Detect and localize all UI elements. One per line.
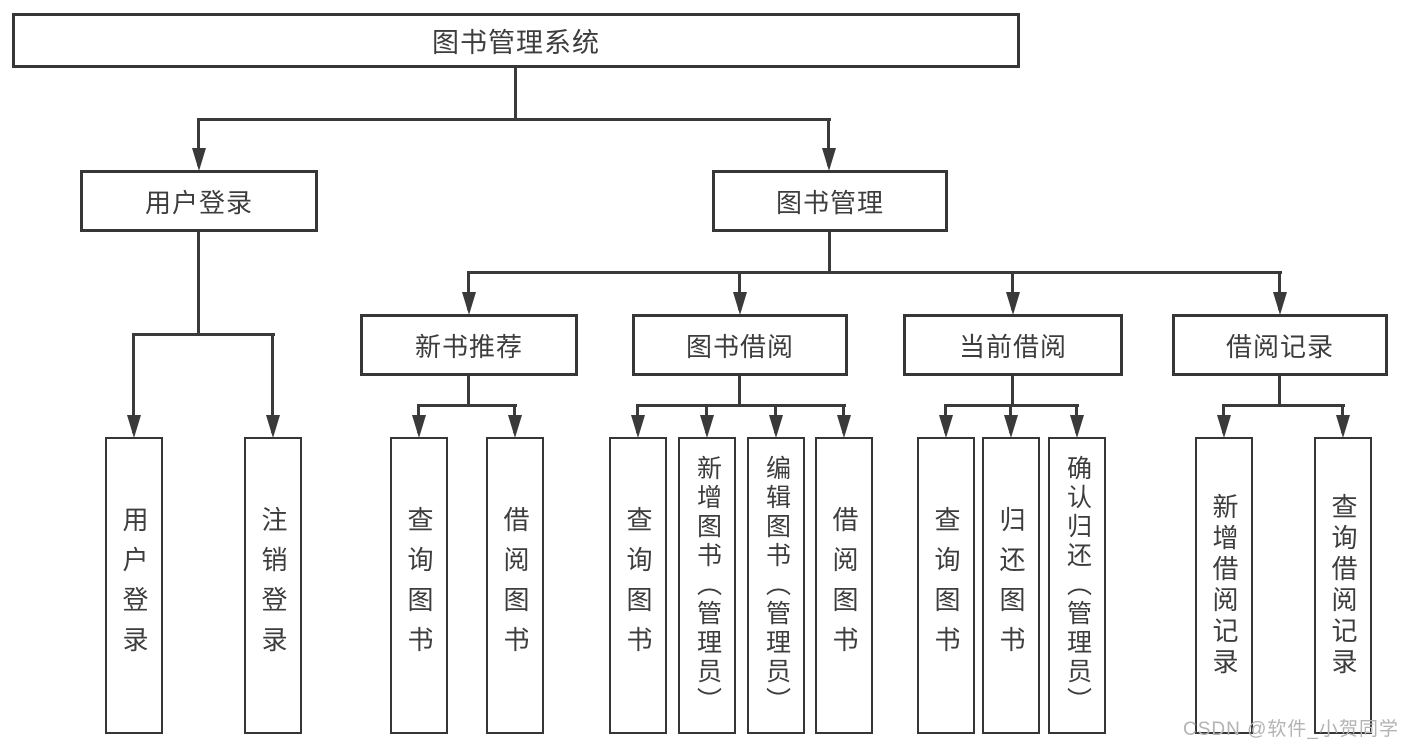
connector-rail (133, 333, 275, 336)
connector-rail (418, 404, 517, 407)
node-new-book-recommend: 新书推荐 (360, 314, 578, 376)
arrow-down-icon (1217, 415, 1231, 438)
node-borrowing-records-label: 借阅记录 (1225, 331, 1334, 362)
leaf-user-login-label: 用户登录 (119, 505, 149, 666)
connector-stem (1278, 376, 1281, 407)
connector-rail (637, 404, 846, 407)
node-new-book-recommend-label: 新书推荐 (414, 331, 523, 362)
connector-drop (738, 271, 741, 310)
leaf-records-query-record: 查询借阅记录 (1314, 437, 1372, 734)
arrow-down-icon (733, 292, 747, 315)
arrow-down-icon (412, 415, 426, 438)
leaf-records-add-record: 新增借阅记录 (1195, 437, 1253, 734)
connector-drop (1011, 271, 1014, 310)
arrow-down-icon (1070, 415, 1084, 438)
leaf-records-add-record-label: 新增借阅记录 (1209, 492, 1239, 679)
leaf-newbook-borrow-books: 借阅图书 (486, 437, 544, 734)
arrow-down-icon (1006, 292, 1020, 315)
leaf-current-query-books-label: 查询图书 (931, 505, 961, 666)
connector-drop (467, 271, 470, 310)
connector-rail (1223, 404, 1345, 407)
node-book-management-label: 图书管理 (775, 187, 884, 218)
arrow-down-icon (1004, 415, 1018, 438)
node-user-login-label: 用户登录 (144, 187, 253, 218)
connector-rail (468, 271, 1282, 274)
leaf-records-query-record-label: 查询借阅记录 (1328, 492, 1358, 679)
leaf-borrowing-borrow-books: 借阅图书 (815, 437, 873, 734)
node-borrowing-records: 借阅记录 (1172, 314, 1388, 376)
arrow-down-icon (127, 415, 141, 438)
leaf-current-return-books: 归还图书 (982, 437, 1040, 734)
connector-stem (197, 232, 200, 336)
connector-stem (828, 232, 831, 274)
node-current-borrowing-label: 当前借阅 (958, 331, 1067, 362)
node-user-login: 用户登录 (80, 170, 318, 232)
leaf-borrowing-query-books-label: 查询图书 (623, 505, 653, 666)
leaf-borrowing-add-books-admin-label: 新增图书（管理员） (693, 455, 722, 716)
arrow-down-icon (1273, 292, 1287, 315)
node-library-system: 图书管理系统 (12, 13, 1020, 68)
node-book-borrowing: 图书借阅 (632, 314, 848, 376)
connector-drop (271, 333, 274, 433)
watermark: CSDN @软件_小贺同学 (1183, 719, 1399, 740)
node-book-management: 图书管理 (712, 170, 948, 232)
arrow-down-icon (700, 415, 714, 438)
connector-stem (467, 376, 470, 407)
node-current-borrowing: 当前借阅 (903, 314, 1123, 376)
leaf-newbook-borrow-books-label: 借阅图书 (500, 505, 530, 666)
leaf-borrowing-add-books-admin: 新增图书（管理员） (678, 437, 736, 734)
leaf-logout-login: 注销登录 (244, 437, 302, 734)
connector-rail (945, 404, 1079, 407)
connector-drop (827, 118, 830, 166)
connector-rail (197, 118, 831, 121)
node-book-borrowing-label: 图书借阅 (685, 331, 794, 362)
arrow-down-icon (939, 415, 953, 438)
leaf-logout-login-label: 注销登录 (258, 505, 288, 666)
leaf-borrowing-edit-books-admin: 编辑图书（管理员） (747, 437, 805, 734)
leaf-borrowing-borrow-books-label: 借阅图书 (829, 505, 859, 666)
leaf-borrowing-query-books: 查询图书 (609, 437, 667, 734)
connector-stem (738, 376, 741, 407)
arrow-down-icon (266, 415, 280, 438)
connector-stem (514, 68, 517, 121)
arrow-down-icon (631, 415, 645, 438)
connector-drop (132, 333, 135, 433)
arrow-down-icon (837, 415, 851, 438)
arrow-down-icon (1336, 415, 1350, 438)
arrow-down-icon (192, 148, 206, 171)
leaf-borrowing-edit-books-admin-label: 编辑图书（管理员） (762, 455, 791, 716)
connector-drop (1278, 271, 1281, 310)
leaf-current-query-books: 查询图书 (917, 437, 975, 734)
leaf-user-login: 用户登录 (105, 437, 163, 734)
node-library-system-label: 图书管理系统 (432, 28, 600, 58)
leaf-current-confirm-return-admin-label: 确认归还（管理员） (1063, 455, 1092, 716)
leaf-current-confirm-return-admin: 确认归还（管理员） (1048, 437, 1106, 734)
arrow-down-icon (822, 148, 836, 171)
arrow-down-icon (508, 415, 522, 438)
leaf-current-return-books-label: 归还图书 (996, 505, 1026, 666)
connector-stem (1011, 376, 1014, 407)
arrow-down-icon (462, 292, 476, 315)
leaf-newbook-query-books: 查询图书 (390, 437, 448, 734)
leaf-newbook-query-books-label: 查询图书 (404, 505, 434, 666)
arrow-down-icon (769, 415, 783, 438)
connector-drop (197, 118, 200, 166)
